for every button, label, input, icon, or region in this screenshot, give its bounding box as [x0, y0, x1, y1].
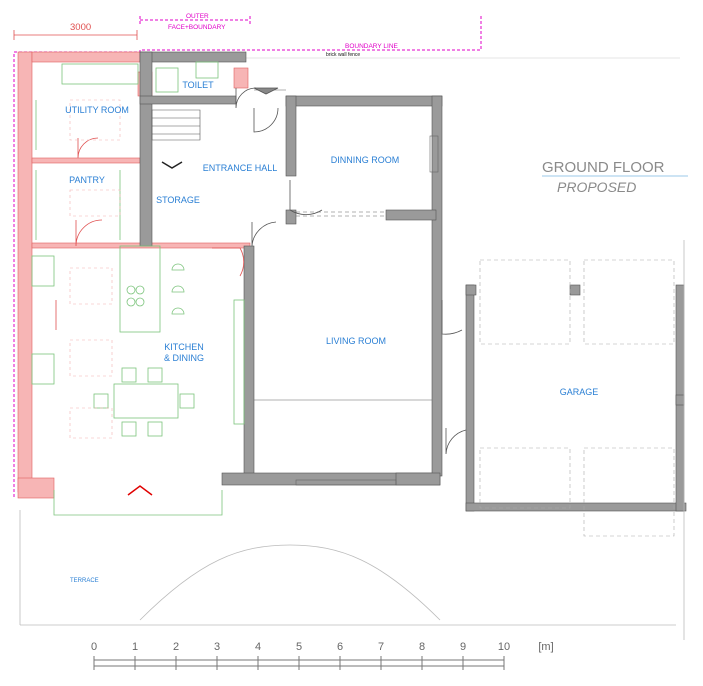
new-walls — [17, 51, 251, 499]
room-label-kitchen-dining: & DINING — [164, 353, 204, 363]
drawing-title: GROUND FLOOR — [542, 159, 665, 176]
drawing-subtitle: PROPOSED — [557, 179, 636, 195]
scale-label: 7 — [378, 641, 384, 653]
room-label-dining: DINNING ROOM — [331, 155, 400, 165]
door-swings — [235, 87, 467, 455]
scale-label: 8 — [419, 641, 425, 653]
scale-label: 10 — [498, 641, 510, 653]
dimension-line — [13, 30, 138, 40]
existing-walls — [139, 51, 687, 512]
room-label-entrance-hall: ENTRANCE HALL — [203, 163, 278, 173]
boundary-line-label: BOUNDARY LINE — [345, 43, 399, 50]
scale-label: 4 — [255, 641, 261, 653]
scale-label: 2 — [173, 641, 179, 653]
fence-label: brick wall fence — [326, 52, 360, 58]
room-label-garage: GARAGE — [560, 387, 599, 397]
boundary-lines — [13, 14, 482, 497]
dimension-label: 3000 — [70, 22, 91, 33]
scale-label: 5 — [296, 641, 302, 653]
scale-label: 6 — [337, 641, 343, 653]
outer-label: OUTER — [186, 13, 209, 20]
scale-labels: 0 1 2 3 4 5 6 7 8 9 10 [m] — [91, 641, 554, 653]
scale-label: 9 — [460, 641, 466, 653]
scale-label: 3 — [214, 641, 220, 653]
room-label-terrace: TERRACE — [70, 578, 99, 584]
room-label-kitchen: KITCHEN — [164, 342, 204, 352]
furniture — [31, 61, 245, 516]
scale-label: 1 — [132, 641, 138, 653]
room-label-storage: STORAGE — [156, 195, 200, 205]
outer-face-label: FACE+BOUNDARY — [168, 24, 226, 31]
room-label-living: LIVING ROOM — [326, 336, 386, 346]
room-label-utility: UTILITY ROOM — [65, 105, 129, 115]
scale-bar — [93, 656, 505, 670]
room-label-pantry: PANTRY — [69, 175, 105, 185]
room-label-toilet: TOILET — [182, 80, 214, 90]
scale-unit: [m] — [538, 641, 553, 653]
scale-label: 0 — [91, 641, 97, 653]
